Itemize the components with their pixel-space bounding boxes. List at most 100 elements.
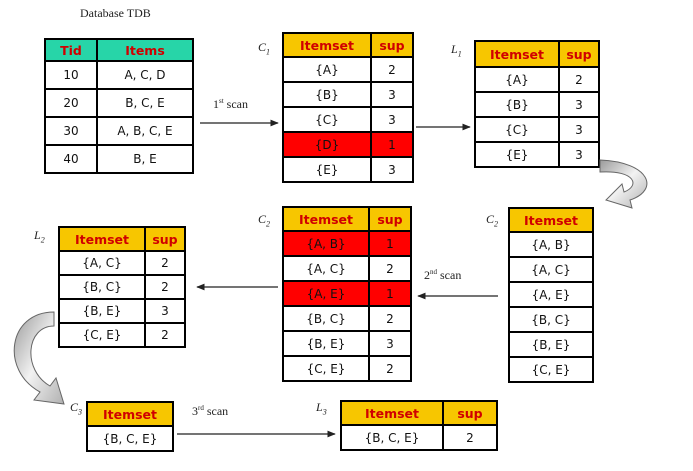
itemset-cell: {C, E} — [508, 356, 594, 383]
table-row: {A, C}2 — [58, 250, 186, 276]
itemset-cell: {B, C, E} — [340, 424, 444, 451]
itemset-cell: {B, C} — [508, 306, 594, 333]
l1-label: L1 — [451, 42, 462, 59]
itemset-cell: {E} — [474, 141, 560, 168]
itemset-cell: {A, E} — [508, 281, 594, 308]
table-row: {B, E} — [508, 331, 594, 358]
support-cell: 3 — [370, 106, 414, 133]
itemset-cell: {A, B} — [508, 231, 594, 258]
l1-header-0: Itemset — [474, 40, 560, 68]
itemset-cell: {B} — [282, 81, 372, 108]
l2-header-1: sup — [144, 226, 186, 252]
tid-cell: 10 — [44, 60, 98, 90]
itemset-cell: {B, E} — [282, 330, 370, 357]
l2-header-0: Itemset — [58, 226, 146, 252]
support-cell: 3 — [370, 156, 414, 183]
table-row: {A, E} — [508, 281, 594, 308]
c1-header-1: sup — [370, 32, 414, 58]
c1-header-0: Itemset — [282, 32, 372, 58]
itemset-cell: {B, C} — [58, 274, 146, 300]
l2-label: L2 — [34, 228, 45, 245]
table-row: {C, E} — [508, 356, 594, 383]
support-cell: 1 — [368, 230, 412, 257]
curved-arrow-l1-to-c2 — [599, 159, 648, 209]
c3-label: C3 — [70, 400, 83, 417]
second-scan-label: 2nd scan — [424, 268, 462, 282]
table-row: {E}3 — [282, 156, 414, 183]
third-scan-label: 3rd scan — [192, 404, 229, 418]
support-cell: 2 — [558, 66, 600, 93]
items-cell: B, E — [96, 144, 194, 174]
c2_counted-header-1: sup — [368, 206, 412, 232]
table-row: {C, E}2 — [58, 322, 186, 348]
support-cell: 2 — [442, 424, 498, 451]
l1-header-1: sup — [558, 40, 600, 68]
tid-cell: 40 — [44, 144, 98, 174]
tdb-header-1: Items — [96, 38, 194, 62]
items-cell: B, C, E — [96, 88, 194, 118]
table-row: {A}2 — [474, 66, 600, 93]
itemset-cell: {A, C} — [58, 250, 146, 276]
items-cell: A, C, D — [96, 60, 194, 90]
support-cell: 2 — [368, 355, 412, 382]
itemset-cell: {B, C} — [282, 305, 370, 332]
c1-label: C1 — [258, 40, 271, 57]
table-row: {B, C, E} — [86, 425, 174, 452]
l3-header-1: sup — [442, 400, 498, 426]
support-cell: 1 — [368, 280, 412, 307]
table-row: {A}2 — [282, 56, 414, 83]
itemset-cell: {B} — [474, 91, 560, 118]
itemset-cell: {C} — [474, 116, 560, 143]
itemset-cell: {B, E} — [58, 298, 146, 324]
support-cell: 2 — [368, 305, 412, 332]
table-row: {B}3 — [282, 81, 414, 108]
support-cell: 3 — [144, 298, 186, 324]
table-row: {B, C}2 — [58, 274, 186, 300]
first-scan-label: 1st scan — [213, 97, 248, 111]
c3-header-0: Itemset — [86, 401, 174, 427]
support-cell: 3 — [558, 116, 600, 143]
itemset-cell: {A, E} — [282, 280, 370, 307]
itemset-cell: {B, C, E} — [86, 425, 174, 452]
table-row: {B, E}3 — [58, 298, 186, 324]
tdb-header-0: Tid — [44, 38, 98, 62]
itemset-cell: {A} — [282, 56, 372, 83]
support-cell: 2 — [144, 250, 186, 276]
itemset-cell: {A, C} — [282, 255, 370, 282]
table-row: {C, E}2 — [282, 355, 412, 382]
itemset-cell: {A, B} — [282, 230, 370, 257]
c3-table: Itemset {B, C, E} — [86, 401, 174, 452]
c2_candidates-header-0: Itemset — [508, 207, 594, 233]
tid-cell: 30 — [44, 116, 98, 146]
table-row: {A, E}1 — [282, 280, 412, 307]
support-cell: 2 — [370, 56, 414, 83]
table-row: {D}1 — [282, 131, 414, 158]
table-row: {A, C} — [508, 256, 594, 283]
table-row: {A, B} — [508, 231, 594, 258]
c2-candidates-label: C2 — [486, 212, 499, 229]
table-row: {A, B}1 — [282, 230, 412, 257]
table-row: {E}3 — [474, 141, 600, 168]
c2-counted-label: C2 — [258, 212, 271, 229]
itemset-cell: {A} — [474, 66, 560, 93]
support-cell: 3 — [370, 81, 414, 108]
support-cell: 2 — [144, 274, 186, 300]
support-cell: 2 — [144, 322, 186, 348]
support-cell: 1 — [370, 131, 414, 158]
support-cell: 2 — [368, 255, 412, 282]
itemset-cell: {D} — [282, 131, 372, 158]
support-cell: 3 — [558, 91, 600, 118]
tid-cell: 20 — [44, 88, 98, 118]
table-row: {B, E}3 — [282, 330, 412, 357]
itemset-cell: {C} — [282, 106, 372, 133]
l3-label: L3 — [316, 400, 327, 417]
table-row: {B, C, E}2 — [340, 424, 498, 451]
